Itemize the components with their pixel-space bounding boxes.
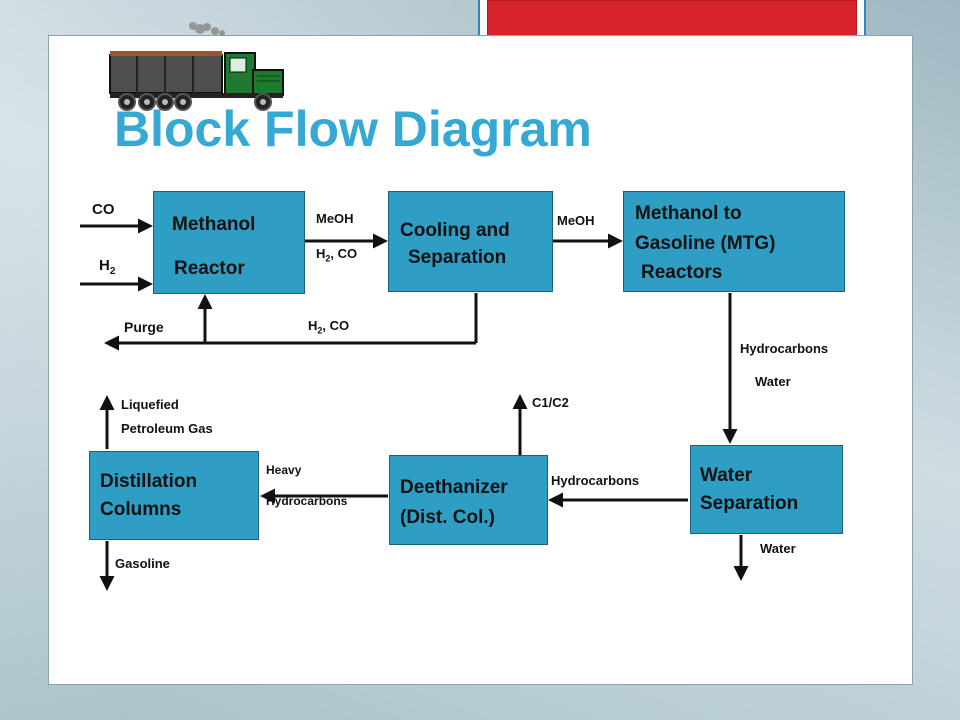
heavy-label: Heavy [266,463,302,477]
block-label: Separation [408,247,507,268]
h2-label: H2 [99,257,116,277]
block-label: Distillation [100,471,198,492]
hydrocarbons-label-1: Hydrocarbons [740,341,829,356]
block-label: Reactor [174,258,245,279]
water-separation-block: Water Separation [690,445,843,534]
block-label: (Dist. Col.) [400,507,495,528]
mtg-reactors-block: Methanol to Gasoline (MTG) Reactors [623,191,845,292]
lpg-label-1: Liquefied [121,397,179,412]
distillation-columns-block: Distillation Columns [89,451,259,540]
block-label: Methanol [172,214,256,235]
hydrocarbons-label-2: Hydrocarbons [551,473,640,488]
meoh-label-1: MeOH [316,211,354,226]
c1c2-label: C1/C2 [532,395,569,410]
h2-co-recycle-label: H2, CO [308,318,350,336]
meoh-label-2: MeOH [557,213,595,228]
block-label: Deethanizer [400,477,508,498]
block-label: Methanol to [635,203,742,224]
page-title: Block Flow Diagram [114,101,592,157]
cooling-separation-block: Cooling and Separation [388,191,553,292]
block-label: Water [700,465,753,486]
block-label: Reactors [641,262,723,283]
water-label-1: Water [755,374,791,389]
slide-panel [48,35,913,685]
deethanizer-block: Deethanizer (Dist. Col.) [389,455,548,545]
block-label: Columns [100,499,182,520]
lpg-label-2: Petroleum Gas [121,421,213,436]
h2-co-label-1: H2, CO [316,246,358,264]
block-label: Separation [700,493,799,514]
methanol-reactor-block: Methanol Reactor [153,191,305,294]
co-label: CO [92,201,115,218]
water-label-2: Water [760,541,796,556]
truck-icon [109,22,284,111]
heavy-hydrocarbons-label: Hydrocarbons [266,494,348,508]
gasoline-label: Gasoline [115,556,170,571]
purge-label: Purge [124,319,164,335]
block-label: Cooling and [400,220,510,241]
block-label: Gasoline (MTG) [635,233,776,254]
